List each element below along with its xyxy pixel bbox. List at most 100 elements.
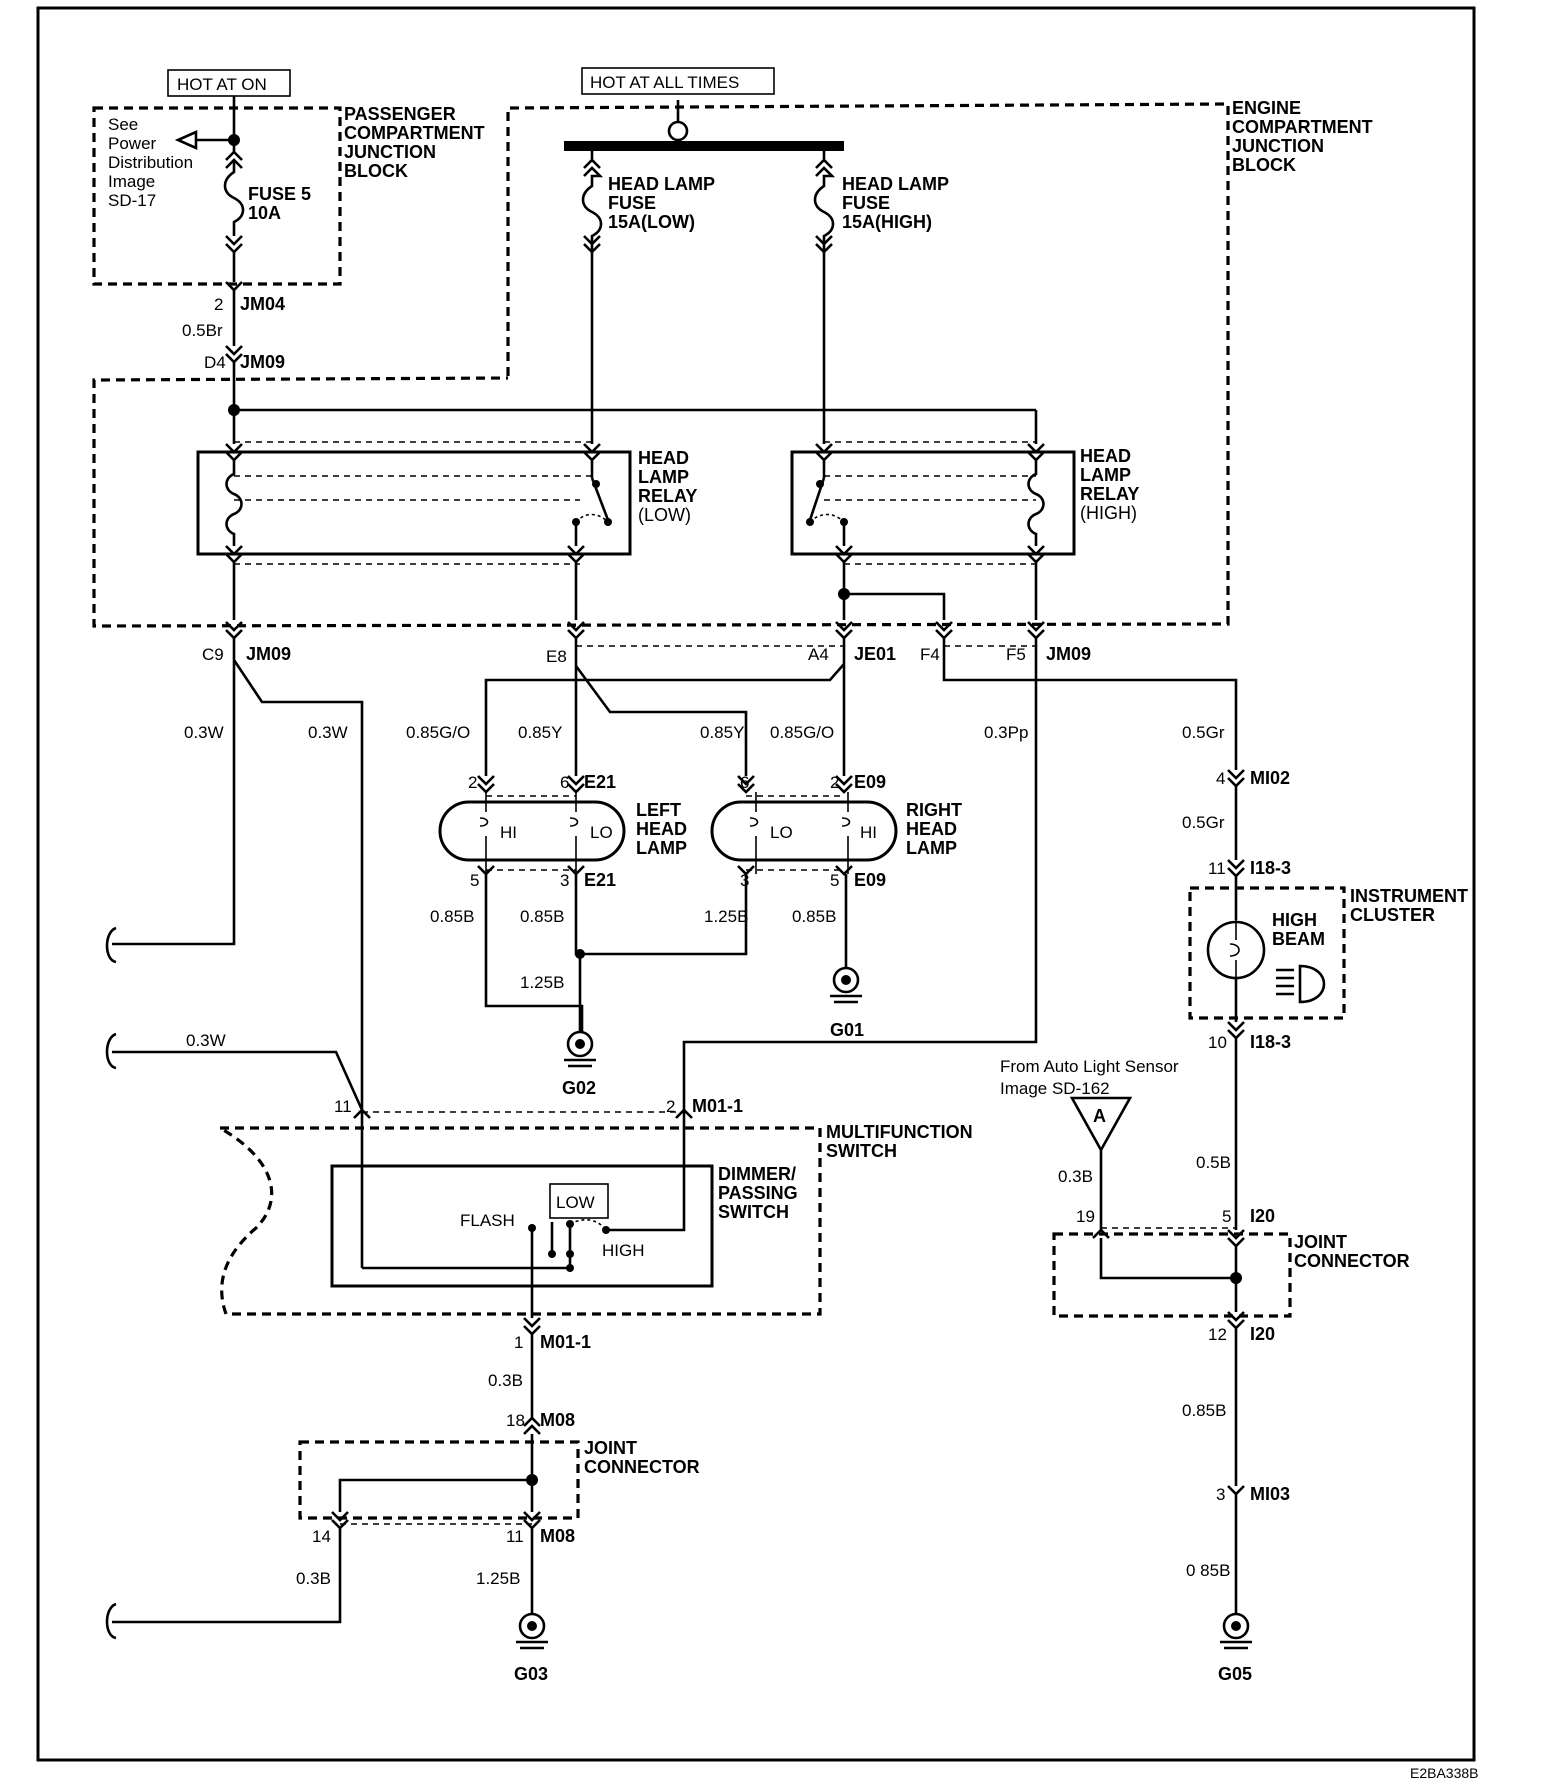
ground-g02 — [564, 1030, 596, 1068]
hot-at-on-label: HOT AT ON — [177, 75, 267, 94]
relay-low-coil — [225, 460, 243, 546]
auto-light-label: From Auto Light Sensor Image SD-162 — [1000, 1057, 1183, 1098]
m01-bot-pin: 1 — [514, 1333, 523, 1352]
m08-top-pin: 18 — [506, 1411, 525, 1430]
m08-bot-pin: 11 — [506, 1527, 524, 1546]
i20-bot-label: I20 — [1250, 1324, 1275, 1344]
mi02-pin: 4 — [1216, 769, 1225, 788]
hot-all-times-box — [581, 67, 775, 95]
e09-bot-label: E09 — [854, 870, 886, 890]
left-lamp-hi: HI — [500, 823, 517, 842]
wire-03b-c: 0.3B — [1058, 1167, 1093, 1186]
i20-bot-pin: 12 — [1208, 1325, 1227, 1344]
je01-label: JE01 — [854, 644, 896, 664]
high-beam-icon — [1276, 964, 1326, 1004]
m08-bot-label: M08 — [540, 1526, 575, 1546]
e8-pin: E8 — [546, 647, 567, 666]
ground-g02-label: G02 — [562, 1078, 596, 1098]
wire-03w-b: 0.3W — [308, 723, 348, 742]
e21-bot-label: E21 — [584, 870, 616, 890]
wire-03b-b: 0.3B — [296, 1569, 331, 1588]
pin-l5: 5 — [470, 871, 479, 890]
joint-connector-left — [298, 1440, 580, 1520]
fuse-low-label: HEAD LAMP FUSE 15A(LOW) — [608, 174, 720, 232]
connector-a-label: A — [1093, 1106, 1106, 1126]
relay-low-label: HEAD LAMP RELAY (LOW) — [638, 448, 702, 525]
pin-r6: 6 — [740, 773, 749, 792]
low-label-box — [549, 1183, 609, 1219]
jm09-c9-label: JM09 — [246, 644, 291, 664]
c9-pin: C9 — [202, 645, 224, 664]
right-lamp-hi: HI — [860, 823, 877, 842]
see-power-label: See Power Distribution Image SD-17 — [108, 115, 198, 210]
i20-top-pin: 5 — [1222, 1207, 1231, 1226]
wire-125b-b: 1.25B — [520, 973, 564, 992]
flash-label: FLASH — [460, 1211, 515, 1230]
joint1-label: JOINT CONNECTOR — [584, 1438, 700, 1477]
wire-085go-r: 0.85G/O — [770, 723, 834, 742]
pin-r5: 5 — [830, 871, 839, 890]
right-head-lamp — [710, 800, 898, 862]
multifunction-switch — [219, 1126, 822, 1316]
jm04-pin: 2 — [214, 295, 223, 314]
wire-125b-a: 1.25B — [704, 907, 748, 926]
jm09-d4-label: JM09 — [240, 352, 285, 372]
jm09-f5-label: JM09 — [1046, 644, 1091, 664]
pin14: 14 — [312, 1527, 331, 1546]
m01-top-label: M01-1 — [692, 1096, 743, 1116]
hot-at-on-box — [167, 69, 291, 97]
wire-085b-b: 0.85B — [520, 907, 564, 926]
f5-pin: F5 — [1006, 645, 1026, 664]
pin11: 11 — [334, 1097, 352, 1116]
wire-085go-l: 0.85G/O — [406, 723, 470, 742]
wire-085b-d: 0.85B — [1182, 1401, 1226, 1420]
ground-g01 — [830, 966, 862, 1004]
relay-high — [790, 450, 1076, 556]
instrument-cluster — [1188, 886, 1346, 1020]
diagram-id: E2BA338B — [1410, 1765, 1479, 1781]
i18-top-label: I18-3 — [1250, 858, 1291, 878]
f4-pin: F4 — [920, 645, 940, 664]
wire-05br: 0.5Br — [182, 321, 223, 340]
pin-l2: 2 — [468, 773, 477, 792]
d4-pin: D4 — [204, 353, 226, 372]
fuse-high-symbol — [813, 150, 836, 444]
e09-top-label: E09 — [854, 772, 886, 792]
a4-pin: A4 — [808, 645, 829, 664]
wire-05gr-a: 0.5Gr — [1182, 723, 1225, 742]
pin-l3: 3 — [560, 871, 569, 890]
relay-low — [196, 450, 632, 556]
ground-g03 — [516, 1612, 548, 1650]
wire-085b-e: 0 85B — [1186, 1561, 1230, 1580]
wire-125b-c: 1.25B — [476, 1569, 520, 1588]
hot-all-times-label: HOT AT ALL TIMES — [590, 73, 739, 92]
mi03-label: MI03 — [1250, 1484, 1290, 1504]
dimmer-label: DIMMER/ PASSING SWITCH — [718, 1164, 803, 1222]
wire-05b: 0.5B — [1196, 1153, 1231, 1172]
dimmer-passing-switch — [330, 1164, 714, 1288]
ground-g05-label: G05 — [1218, 1664, 1252, 1684]
i20-top-label: I20 — [1250, 1206, 1275, 1226]
fuse-low-symbol — [581, 150, 604, 444]
wire-03pp: 0.3Pp — [984, 723, 1028, 742]
mi03-pin: 3 — [1216, 1485, 1225, 1504]
engine-junction-block — [92, 102, 1230, 628]
wire-05gr-b: 0.5Gr — [1182, 813, 1225, 832]
right-lamp-label: RIGHT HEAD LAMP — [906, 800, 967, 858]
joint-connector-right — [1052, 1232, 1292, 1318]
i18-bot-label: I18-3 — [1250, 1032, 1291, 1052]
instrument-label: INSTRUMENT CLUSTER — [1350, 886, 1473, 925]
wire-03w-c: 0.3W — [186, 1031, 226, 1050]
wire-03w-a: 0.3W — [184, 723, 224, 742]
right-lamp-lo: LO — [770, 823, 793, 842]
mi02-label: MI02 — [1250, 768, 1290, 788]
pin-r2: 2 — [830, 773, 839, 792]
fuse5-symbol — [223, 160, 245, 236]
left-head-lamp — [438, 800, 626, 862]
ecjb-label: ENGINE COMPARTMENT JUNCTION BLOCK — [1232, 98, 1378, 175]
diagram-frame — [36, 6, 1476, 1762]
i18-top-pin: 11 — [1208, 859, 1226, 878]
jm04-label: JM04 — [240, 294, 285, 314]
passenger-junction-block — [92, 106, 342, 286]
